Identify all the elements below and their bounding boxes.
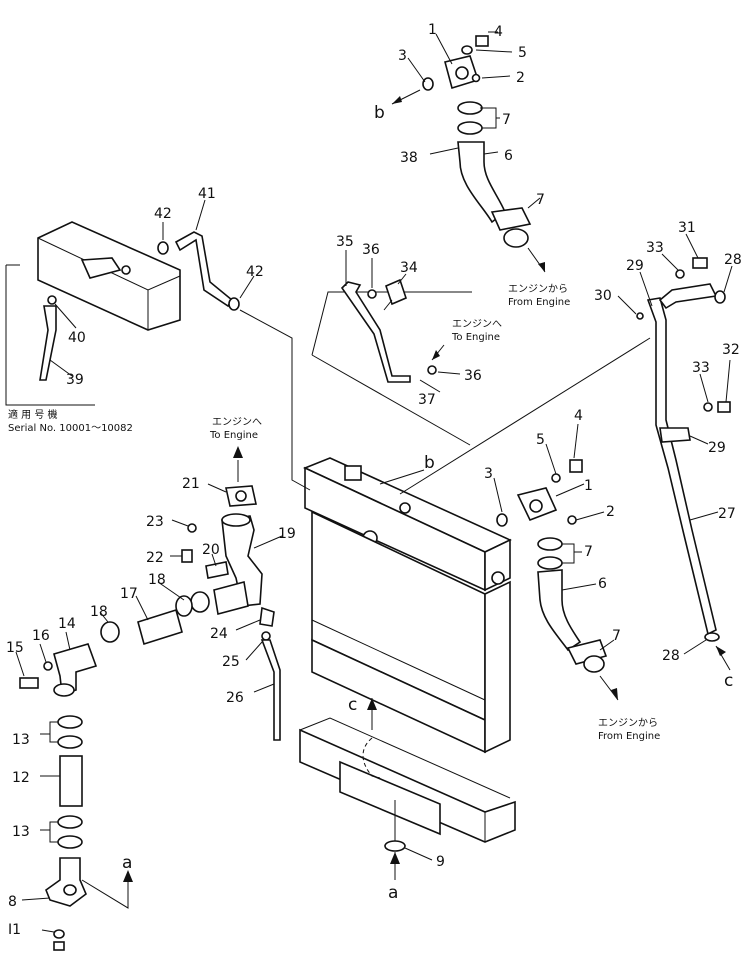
callout-27: 27	[718, 506, 736, 522]
callout-14: 14	[58, 616, 76, 632]
callout-36: 36	[464, 368, 482, 384]
callout-41: 41	[198, 186, 216, 202]
callout-4: 4	[494, 24, 503, 40]
upper-hose-group-top	[391, 31, 546, 273]
callout-9: 9	[436, 854, 445, 870]
callout-7: 7	[502, 112, 511, 128]
callout-8: 8	[8, 894, 17, 910]
callout-3: 3	[398, 48, 407, 64]
note-serial-en: Serial No. 10001～10082	[8, 423, 133, 434]
ref-a: a	[388, 883, 398, 903]
callout-18: 18	[148, 572, 166, 588]
ref-b: b	[424, 453, 435, 473]
callout-19: 19	[278, 526, 296, 542]
callout-26: 26	[226, 690, 244, 706]
ref-a: a	[122, 853, 132, 873]
right-pipe-group	[399, 233, 733, 671]
note-from-engine2-en: From Engine	[598, 731, 660, 742]
note-from-engine-jp: エンジンから	[508, 283, 568, 295]
note-to-engine-en: To Engine	[451, 332, 500, 343]
callout-6: 6	[504, 148, 513, 164]
callout-13: 13	[12, 824, 30, 840]
callout-31: 31	[678, 220, 696, 236]
callout-40: 40	[68, 330, 86, 346]
radiator-assembly	[299, 457, 516, 843]
callout-7: 7	[584, 544, 593, 560]
ref-c: c	[724, 671, 733, 691]
callout-2: 2	[516, 70, 525, 86]
note-to-engine2-jp: エンジンへ	[212, 417, 262, 428]
callout-29: 29	[626, 258, 644, 274]
callout-5: 5	[536, 432, 545, 448]
callout-22: 22	[146, 550, 164, 566]
callout-24: 24	[210, 626, 228, 642]
direction-notes: エンジンから From Engine エンジンへ To Engine エンジンへ…	[8, 283, 660, 742]
callout-42: 42	[246, 264, 264, 280]
callout-numbers: 1 4 5 3 2 7 38 6 7 41 42 42 40 39 35 36 …	[6, 22, 742, 938]
reserve-tank-group	[5, 199, 311, 491]
callout-18: 18	[90, 604, 108, 620]
callout-1: 1	[584, 478, 593, 494]
callout-13: 13	[12, 732, 30, 748]
callout-33: 33	[646, 240, 664, 256]
callout-1: 1	[428, 22, 437, 38]
callout-36: 36	[362, 242, 380, 258]
right-inlet-group	[379, 423, 619, 701]
callout-37: 37	[418, 392, 436, 408]
callout-17: 17	[120, 586, 138, 602]
callout-15: 15	[6, 640, 24, 656]
callout-28: 28	[662, 648, 680, 664]
callout-29: 29	[708, 440, 726, 456]
callout-3: 3	[484, 466, 493, 482]
callout-7: 7	[536, 192, 545, 208]
callout-38: 38	[400, 150, 418, 166]
left-inlet-group	[15, 446, 283, 951]
note-to-engine2-en: To Engine	[209, 430, 258, 441]
callout-5: 5	[518, 45, 527, 61]
callout-7: 7	[612, 628, 621, 644]
ref-b: b	[374, 103, 385, 123]
callout-11: I1	[8, 922, 21, 938]
callout-30: 30	[594, 288, 612, 304]
callout-33: 33	[692, 360, 710, 376]
note-serial-jp: 適 用 号 機	[8, 408, 58, 421]
callout-39: 39	[66, 372, 84, 388]
callout-21: 21	[182, 476, 200, 492]
note-to-engine-jp: エンジンへ	[452, 319, 502, 330]
callout-42: 42	[154, 206, 172, 222]
callout-12: 12	[12, 770, 30, 786]
callout-2: 2	[606, 504, 615, 520]
note-from-engine2-jp: エンジンから	[598, 717, 658, 729]
ref-c: c	[348, 695, 357, 715]
overflow-pipe-group	[311, 250, 472, 446]
callout-34: 34	[400, 260, 418, 276]
callout-23: 23	[146, 514, 164, 530]
callout-35: 35	[336, 234, 354, 250]
callout-28: 28	[724, 252, 742, 268]
callout-25: 25	[222, 654, 240, 670]
callout-16: 16	[32, 628, 50, 644]
callout-32: 32	[722, 342, 740, 358]
callout-20: 20	[202, 542, 220, 558]
callout-4: 4	[574, 408, 583, 424]
note-from-engine-en: From Engine	[508, 297, 570, 308]
drain-plug-group	[367, 698, 433, 880]
callout-6: 6	[598, 576, 607, 592]
reference-letters: b b c c a a	[122, 103, 733, 903]
